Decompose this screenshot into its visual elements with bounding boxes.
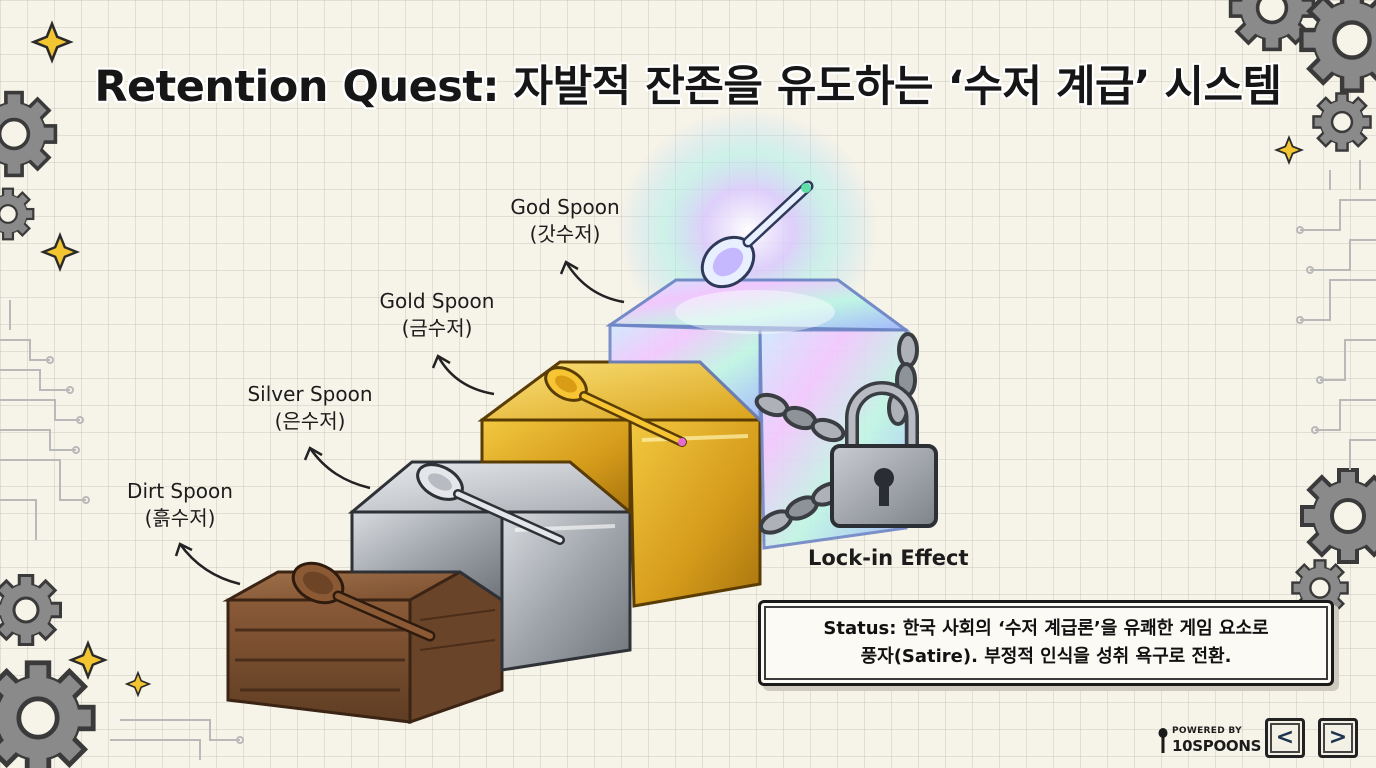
tier-label-god: God Spoon (갓수저) — [510, 194, 619, 248]
tier-name: God Spoon — [510, 195, 620, 219]
powered-by-text: POWERED BY — [1172, 726, 1242, 736]
chevron-right-icon: > — [1328, 725, 1348, 750]
tier-korean: (갓수저) — [529, 222, 601, 246]
padlock-icon — [830, 381, 938, 528]
brand-name: 10SPOONS — [1172, 737, 1262, 755]
tier-korean: (금수저) — [401, 316, 473, 340]
powered-by-logo: POWERED BY 10SPOONS — [1158, 724, 1262, 758]
status-line-1: Status: 한국 사회의 ‘수저 계급론’을 유쾌한 게임 요소로 — [823, 618, 1269, 639]
tier-name: Dirt Spoon — [127, 479, 233, 503]
tier-name: Silver Spoon — [247, 382, 373, 406]
next-button[interactable]: > — [1318, 718, 1358, 758]
tier-label-gold: Gold Spoon (금수저) — [380, 288, 495, 342]
tier-label-dirt: Dirt Spoon (흙수저) — [127, 478, 233, 532]
status-panel: Status: 한국 사회의 ‘수저 계급론’을 유쾌한 게임 요소로 풍자(S… — [758, 600, 1334, 686]
god-spoon-icon — [700, 180, 814, 289]
tier-name: Gold Spoon — [379, 289, 495, 313]
dirt-spoon-icon — [291, 561, 436, 642]
lock-in-label: Lock-in Effect — [808, 546, 969, 570]
dirt-spoon-step — [222, 570, 504, 725]
circuit-decoration — [1296, 160, 1376, 470]
prev-button[interactable]: < — [1265, 718, 1305, 758]
tier-korean: (은수저) — [274, 409, 346, 433]
page-title: Retention Quest: 자발적 잔존을 유도하는 ‘수저 계급’ 시스… — [94, 62, 1282, 112]
arrow-icon — [174, 260, 625, 586]
circuit-decoration — [0, 300, 244, 760]
tier-label-silver: Silver Spoon (은수저) — [247, 381, 372, 435]
chevron-left-icon: < — [1275, 725, 1295, 750]
tier-korean: (흙수저) — [144, 506, 216, 530]
gold-spoon-icon — [544, 366, 687, 447]
status-line-2: 풍자(Satire). 부정적 인식을 성취 욕구로 전환. — [860, 646, 1232, 667]
silver-spoon-icon — [416, 463, 565, 545]
gold-spoon-step — [477, 360, 764, 608]
spoon-pin-icon — [1158, 728, 1168, 753]
